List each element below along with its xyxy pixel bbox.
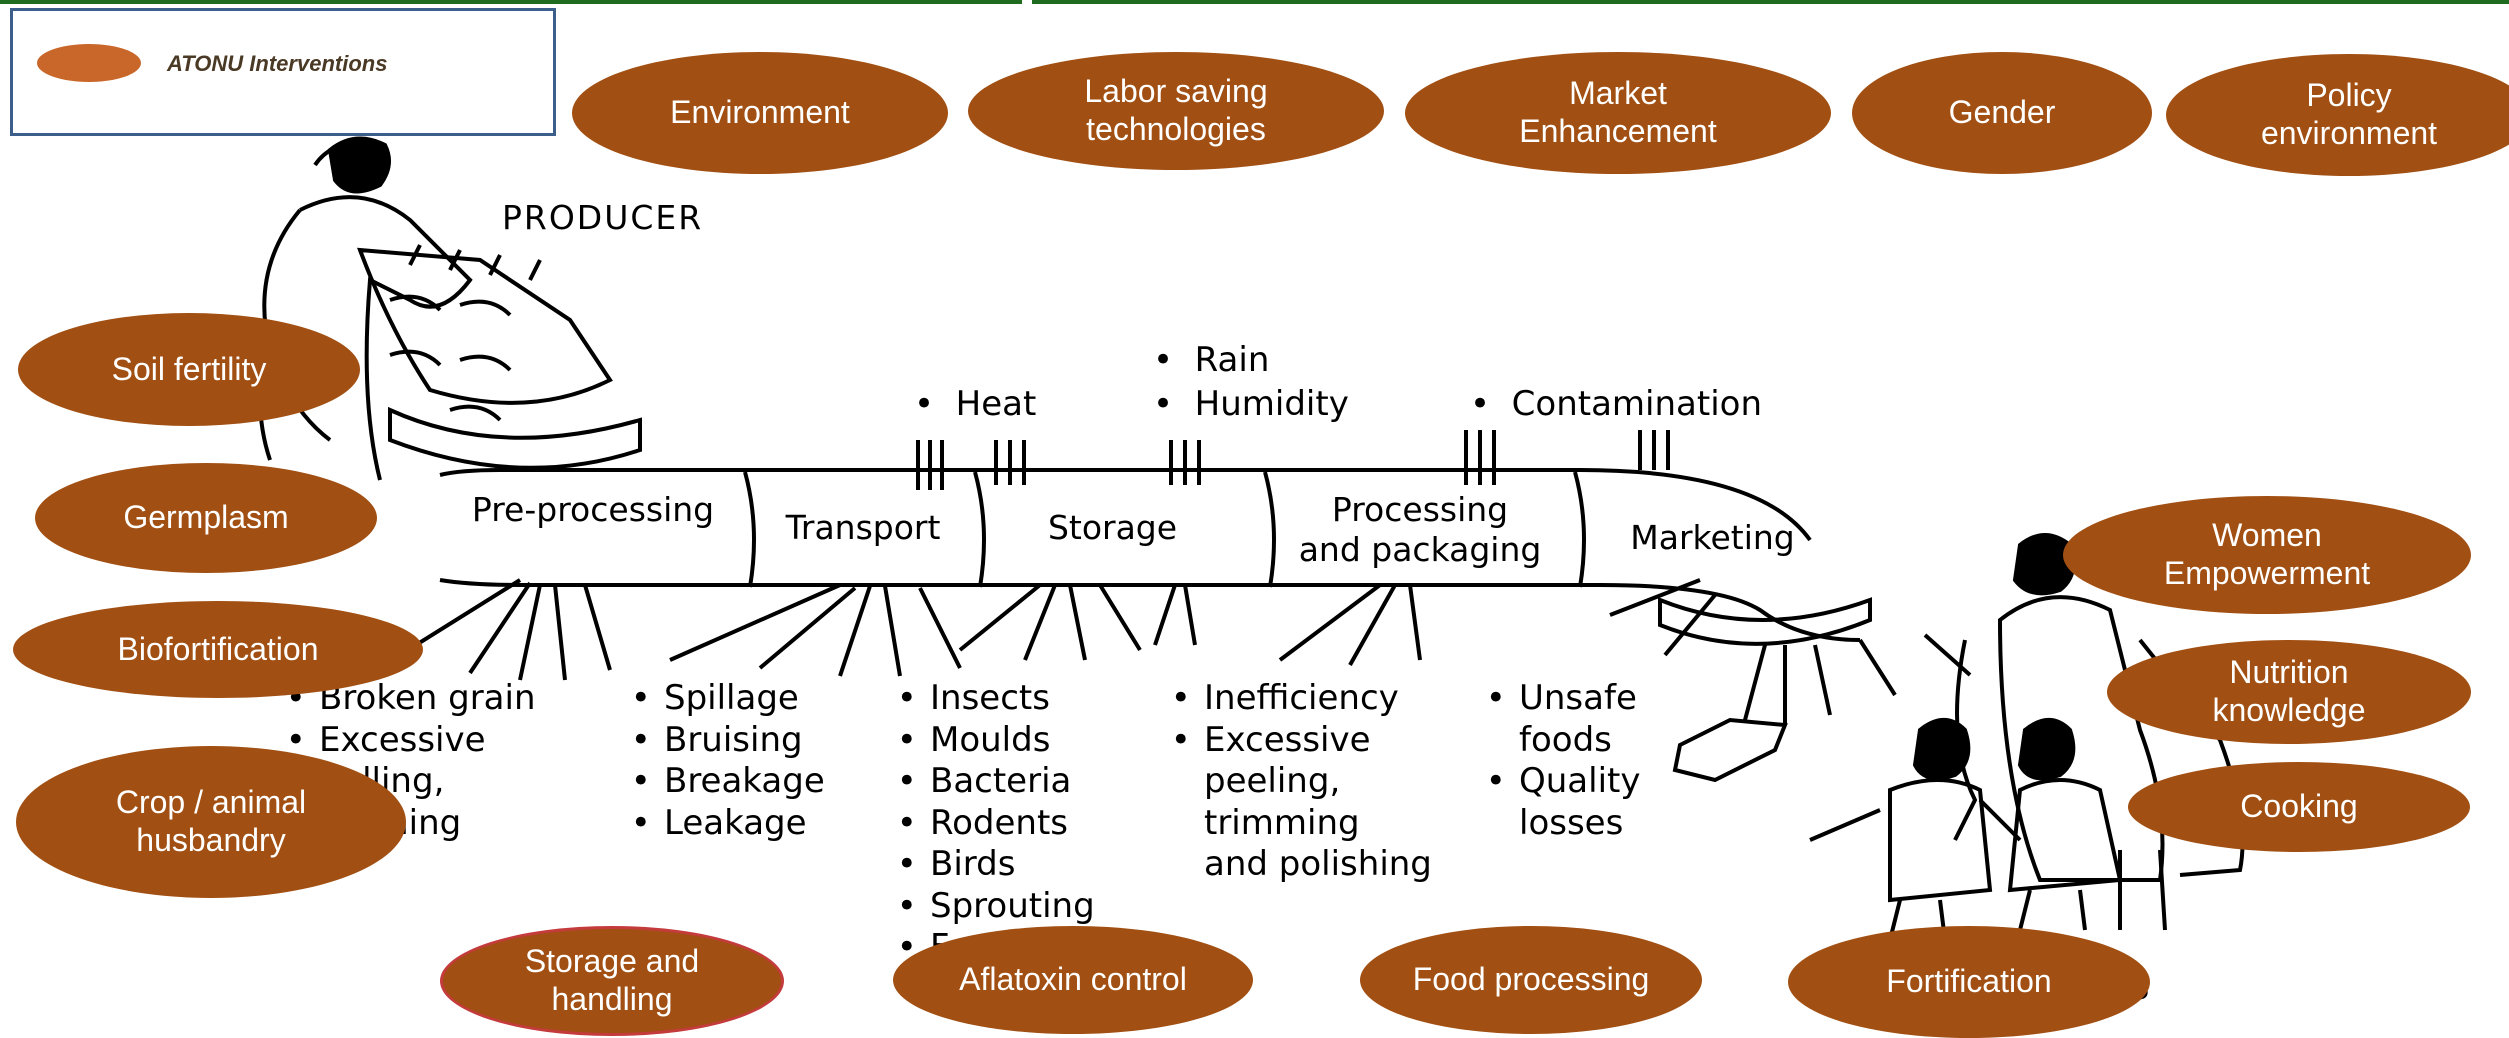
list-item: •Quality <box>1475 761 1641 801</box>
list-item: •Inefficiency <box>1160 678 1399 718</box>
oval-soil-fertility: Soil fertility <box>18 313 360 426</box>
oval-storage-handling: Storage and handling <box>440 926 784 1036</box>
stage-marketing: Marketing <box>1630 518 1795 557</box>
loss-text: Insects <box>930 678 1050 718</box>
producer-label: PRODUCER <box>502 198 704 237</box>
oval-aflatoxin-control: Aflatoxin control <box>893 926 1253 1034</box>
loss-text: Spillage <box>664 678 799 718</box>
oval-policy-environment: Policy environment <box>2166 54 2509 176</box>
hazard-rain-label: Rain <box>1194 340 1270 380</box>
oval-fortification: Fortification <box>1788 926 2150 1038</box>
list-item: •Excessive <box>275 719 486 760</box>
list-item: •Excessive <box>1160 719 1371 760</box>
list-item: •Sprouting <box>886 885 1095 926</box>
loss-text: Inefficiency <box>1204 678 1399 718</box>
oval-environment: Environment <box>572 52 948 174</box>
list-item: •Rodents <box>886 802 1068 843</box>
hazard-contamination: • Contamination <box>1470 384 1763 424</box>
loss-text: Rodents <box>930 802 1068 843</box>
oval-women-empowerment: Women Empowerment <box>2063 496 2471 614</box>
loss-text: losses <box>1519 802 1624 843</box>
list-item: losses <box>1475 803 1641 845</box>
loss-text: Breakage <box>664 761 825 801</box>
loss-rays <box>398 578 1972 725</box>
loss-text: Bacteria <box>930 761 1072 801</box>
list-item: •Bacteria <box>886 761 1072 801</box>
oval-cooking: Cooking <box>2128 762 2470 852</box>
box-item <box>1672 717 1788 783</box>
loss-text: Sprouting <box>930 885 1095 926</box>
stage-preprocessing: Pre-processing <box>471 490 715 529</box>
loss-text: Bruising <box>664 719 803 760</box>
top-hazard-arrows <box>916 430 1670 490</box>
oval-germplasm: Germplasm <box>35 463 377 573</box>
list-item: •Unsafe <box>1475 678 1637 718</box>
loss-text: foods <box>1519 719 1612 760</box>
losses-processing: •Inefficiency •Excessive peeling, trimmi… <box>1160 678 1432 886</box>
stage-processing: Processing and packaging <box>1298 490 1542 569</box>
hazard-heat: • Heat <box>914 384 1037 424</box>
list-item: •Insects <box>886 678 1050 718</box>
list-item: •Moulds <box>886 719 1051 760</box>
loss-text: and polishing <box>1204 844 1432 884</box>
loss-text: Quality <box>1519 761 1641 801</box>
hazard-rain: • Rain <box>1153 340 1270 380</box>
list-item: foods <box>1475 720 1641 762</box>
list-item: •Spillage <box>620 678 799 718</box>
loss-text: Excessive <box>1204 719 1371 760</box>
loss-text: Birds <box>930 844 1016 884</box>
top-rule-right <box>1032 0 2509 4</box>
losses-marketing: •Unsafe foods •Quality losses <box>1475 678 1641 844</box>
oval-biofortification: Biofortification <box>13 601 423 698</box>
list-item: and polishing <box>1160 844 1432 886</box>
supply-tube <box>439 468 1872 646</box>
oval-food-processing: Food processing <box>1360 926 1702 1034</box>
legend-box: ATONU Interventions <box>10 8 556 136</box>
oval-nutrition-knowledge: Nutrition knowledge <box>2107 640 2471 744</box>
stage-storage: Storage <box>1047 508 1178 547</box>
list-item: •Leakage <box>620 802 807 843</box>
legend-swatch <box>37 44 141 82</box>
list-item: •Breakage <box>620 761 825 801</box>
loss-text: Excessive <box>319 719 486 760</box>
loss-text: Unsafe <box>1519 678 1637 718</box>
hazard-contamination-label: Contamination <box>1511 384 1763 424</box>
hazard-heat-label: Heat <box>955 384 1037 424</box>
oval-gender: Gender <box>1852 52 2152 174</box>
list-item: trimming <box>1160 803 1432 845</box>
list-item: •Birds <box>886 844 1016 884</box>
top-rule-left <box>0 0 1022 4</box>
loss-text: peeling, <box>1204 761 1341 801</box>
oval-market-enhancement: Market Enhancement <box>1405 52 1831 174</box>
loss-text: Leakage <box>664 802 807 843</box>
hazard-humidity: • Humidity <box>1153 384 1349 424</box>
legend-label: ATONU Interventions <box>167 51 388 76</box>
loss-text: Moulds <box>930 719 1051 760</box>
hazard-humidity-label: Humidity <box>1194 384 1349 424</box>
losses-storage: •Insects •Moulds •Bacteria •Rodents •Bir… <box>886 678 1095 969</box>
producer-figure <box>258 136 642 481</box>
loss-text: trimming <box>1204 802 1360 843</box>
stage-transport: Transport <box>785 508 941 547</box>
losses-transport: •Spillage •Bruising •Breakage •Leakage <box>620 678 825 844</box>
oval-crop-animal-husbandry: Crop / animal husbandry <box>16 746 406 898</box>
list-item: •Bruising <box>620 719 803 760</box>
list-item: peeling, <box>1160 761 1432 803</box>
oval-labor-saving: Labor saving technologies <box>968 52 1384 170</box>
